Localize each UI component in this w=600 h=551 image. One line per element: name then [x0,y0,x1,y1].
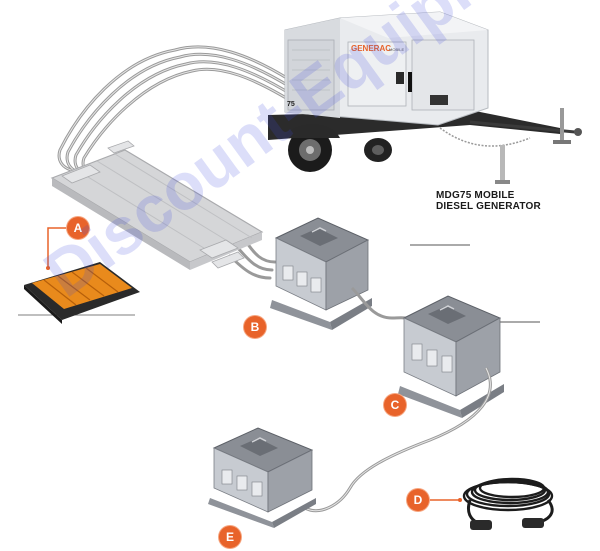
generator-model-badge: 75 [287,101,295,108]
callout-badge-b: B [244,316,266,338]
diesel-generator: GENERAC MOBILE 75 [268,11,582,184]
generator-brand-sub: MOBILE [389,47,404,52]
callout-badge-e: E [219,526,241,548]
caption-line-1: MDG75 MOBILE [436,190,515,201]
generator-brand: GENERAC [351,44,391,53]
cable-c-to-e-highlight [304,367,491,512]
distribution-box-b [270,217,372,330]
callout-badge-d: D [407,489,429,511]
generator-caption: MDG75 MOBILE DIESEL GENERATOR [436,190,541,212]
cable-ramp-protector [50,140,264,270]
callout-badge-a: A [67,217,89,239]
coiled-extension-cable [430,477,554,530]
distribution-box-e [208,427,316,528]
orange-cable-ramp [24,227,140,324]
caption-line-2: DIESEL GENERATOR [436,201,541,212]
callout-badge-c: C [384,394,406,416]
